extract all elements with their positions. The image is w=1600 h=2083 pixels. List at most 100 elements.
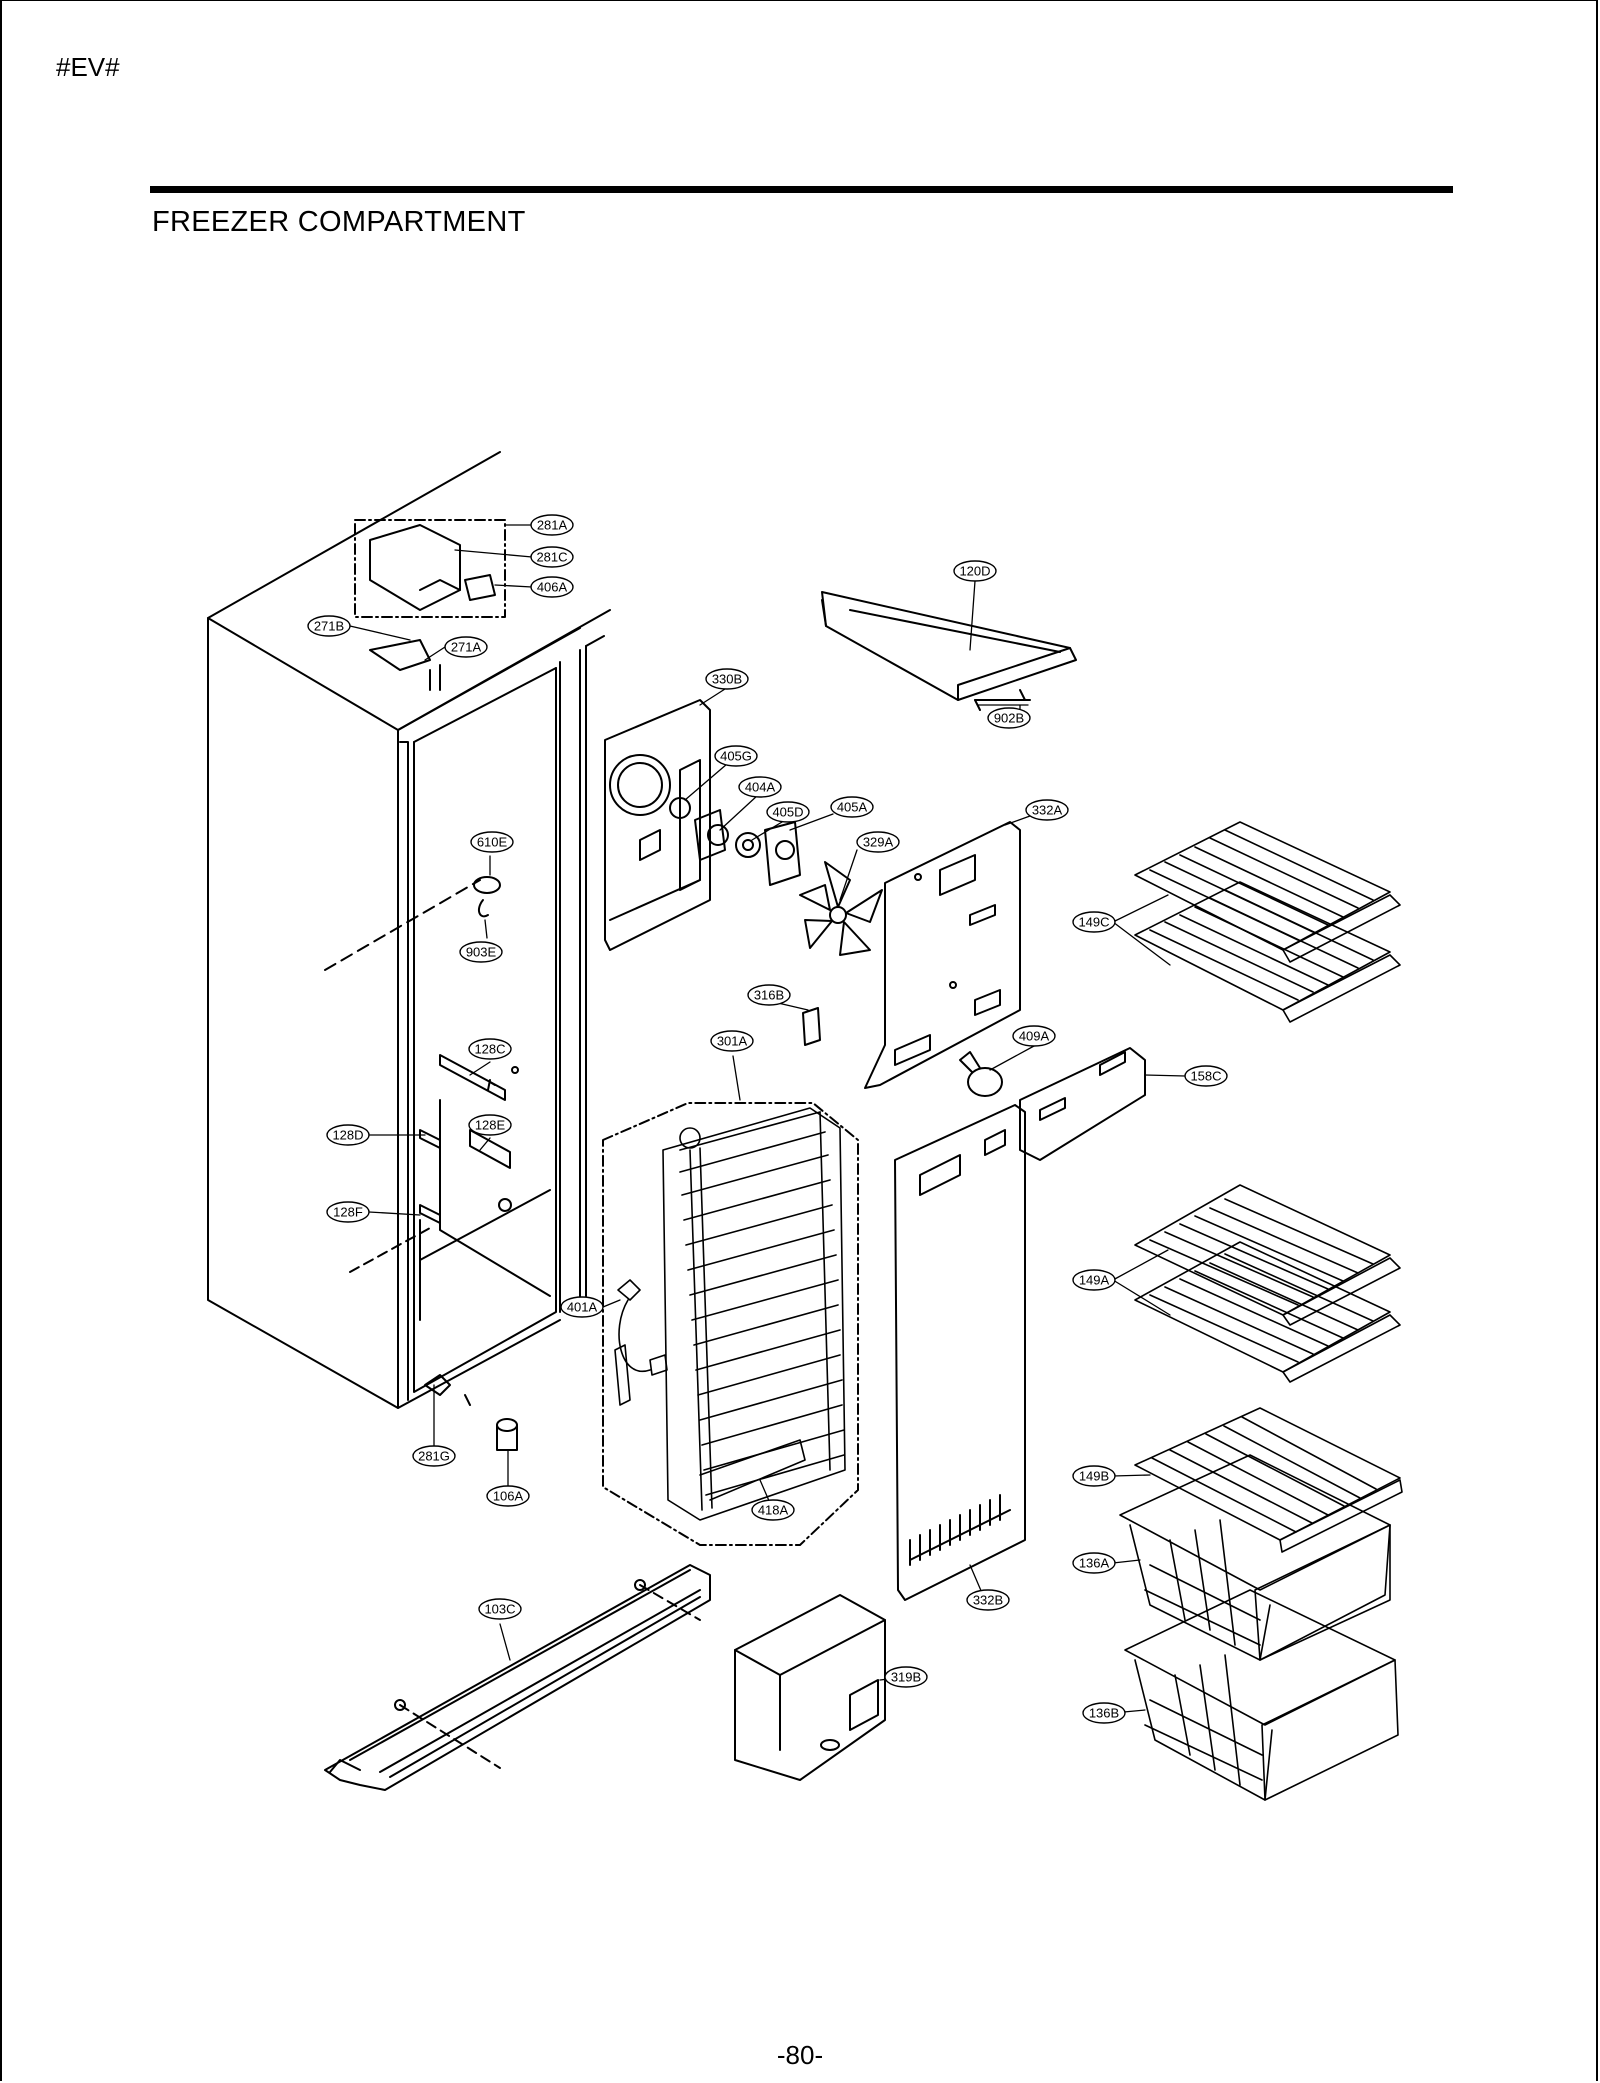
label-106A: 106A [486, 1485, 530, 1507]
part-103C [324, 1564, 711, 1791]
part-332A [864, 821, 1021, 1089]
label-301A: 301A [710, 1030, 754, 1052]
svg-text:316B: 316B [754, 988, 784, 1003]
label-319B: 319B [884, 1666, 928, 1688]
part-149B-shelf [1134, 1407, 1403, 1553]
svg-text:405D: 405D [772, 805, 803, 820]
model-code: #EV# [56, 52, 120, 82]
label-610E: 610E [470, 831, 514, 853]
label-329A: 329A [856, 831, 900, 853]
svg-text:128F: 128F [333, 1205, 363, 1220]
label-330B: 330B [705, 668, 749, 690]
svg-text:405A: 405A [837, 800, 868, 815]
svg-text:405G: 405G [720, 749, 752, 764]
label-158C: 158C [1184, 1065, 1228, 1087]
svg-text:418A: 418A [758, 1503, 789, 1518]
part-316B [802, 1007, 821, 1046]
part-labels: 281A 281C 406A 271B 271A 120D 902B 330B … [307, 514, 1228, 1724]
label-903E: 903E [459, 941, 503, 963]
svg-text:106A: 106A [493, 1489, 524, 1504]
svg-text:158C: 158C [1190, 1069, 1221, 1084]
part-319B [734, 1594, 886, 1781]
label-405A: 405A [830, 796, 874, 818]
part-evaporator [614, 1107, 846, 1521]
part-136A-basket [1119, 1454, 1391, 1661]
cabinet-drawing [207, 451, 611, 1409]
label-120D: 120D [953, 560, 997, 582]
svg-text:128E: 128E [475, 1118, 506, 1133]
part-149A-shelves [1134, 1184, 1401, 1383]
leader-lines [349, 524, 1186, 1714]
label-136B: 136B [1082, 1702, 1126, 1724]
label-316B: 316B [747, 984, 791, 1006]
label-405G: 405G [714, 745, 758, 767]
label-281A: 281A [530, 514, 574, 536]
label-271B: 271B [307, 615, 351, 637]
svg-text:136B: 136B [1089, 1706, 1119, 1721]
part-120D [821, 591, 1077, 711]
label-406A: 406A [530, 576, 574, 598]
page-title: FREEZER COMPARTMENT [152, 206, 526, 238]
svg-text:406A: 406A [537, 580, 568, 595]
label-149C: 149C [1072, 911, 1116, 933]
label-149A: 149A [1072, 1269, 1116, 1291]
label-136A: 136A [1072, 1552, 1116, 1574]
label-281C: 281C [530, 546, 574, 568]
part-136B-basket [1124, 1589, 1399, 1801]
label-405D: 405D [766, 801, 810, 823]
part-158C [1019, 1047, 1146, 1161]
label-128F: 128F [326, 1201, 370, 1223]
label-281G: 281G [412, 1445, 456, 1467]
svg-text:149C: 149C [1078, 915, 1109, 930]
title-rule [150, 186, 1453, 193]
page-number: -80- [776, 2040, 824, 2070]
svg-text:329A: 329A [863, 835, 894, 850]
part-330B [604, 699, 711, 951]
svg-text:103C: 103C [484, 1602, 515, 1617]
svg-text:281C: 281C [536, 550, 567, 565]
top-parts-box [354, 519, 506, 691]
svg-text:149A: 149A [1079, 1273, 1110, 1288]
svg-text:128D: 128D [332, 1128, 363, 1143]
svg-text:330B: 330B [712, 672, 742, 687]
svg-text:120D: 120D [959, 564, 990, 579]
label-902B: 902B [987, 707, 1031, 729]
svg-text:271A: 271A [451, 640, 482, 655]
label-409A: 409A [1012, 1025, 1056, 1047]
label-149B: 149B [1072, 1465, 1116, 1487]
svg-text:902B: 902B [994, 711, 1024, 726]
svg-text:149B: 149B [1079, 1469, 1109, 1484]
svg-text:271B: 271B [314, 619, 344, 634]
label-332B: 332B [966, 1589, 1010, 1611]
svg-text:301A: 301A [717, 1034, 748, 1049]
svg-text:332B: 332B [973, 1593, 1003, 1608]
svg-text:409A: 409A [1019, 1029, 1050, 1044]
part-301A-outline [602, 1102, 859, 1546]
svg-text:610E: 610E [477, 835, 508, 850]
part-149C-shelves [1134, 821, 1401, 1023]
label-103C: 103C [478, 1598, 522, 1620]
part-409A [959, 1051, 1003, 1097]
svg-text:903E: 903E [466, 945, 497, 960]
label-332A: 332A [1025, 799, 1069, 821]
label-404A: 404A [738, 776, 782, 798]
label-128D: 128D [326, 1124, 370, 1146]
svg-text:136A: 136A [1079, 1556, 1110, 1571]
svg-text:281A: 281A [537, 518, 568, 533]
svg-text:332A: 332A [1032, 803, 1063, 818]
label-401A: 401A [560, 1296, 604, 1318]
label-271A: 271A [444, 636, 488, 658]
svg-text:319B: 319B [891, 1670, 921, 1685]
part-hinges-legs [419, 876, 519, 1451]
svg-text:401A: 401A [567, 1300, 598, 1315]
svg-text:281G: 281G [418, 1449, 450, 1464]
part-fan-motor [669, 797, 883, 956]
label-128C: 128C [468, 1038, 512, 1060]
label-418A: 418A [751, 1499, 795, 1521]
part-332B [894, 1104, 1026, 1601]
svg-text:404A: 404A [745, 780, 776, 795]
label-128E: 128E [468, 1114, 512, 1136]
svg-text:128C: 128C [474, 1042, 505, 1057]
